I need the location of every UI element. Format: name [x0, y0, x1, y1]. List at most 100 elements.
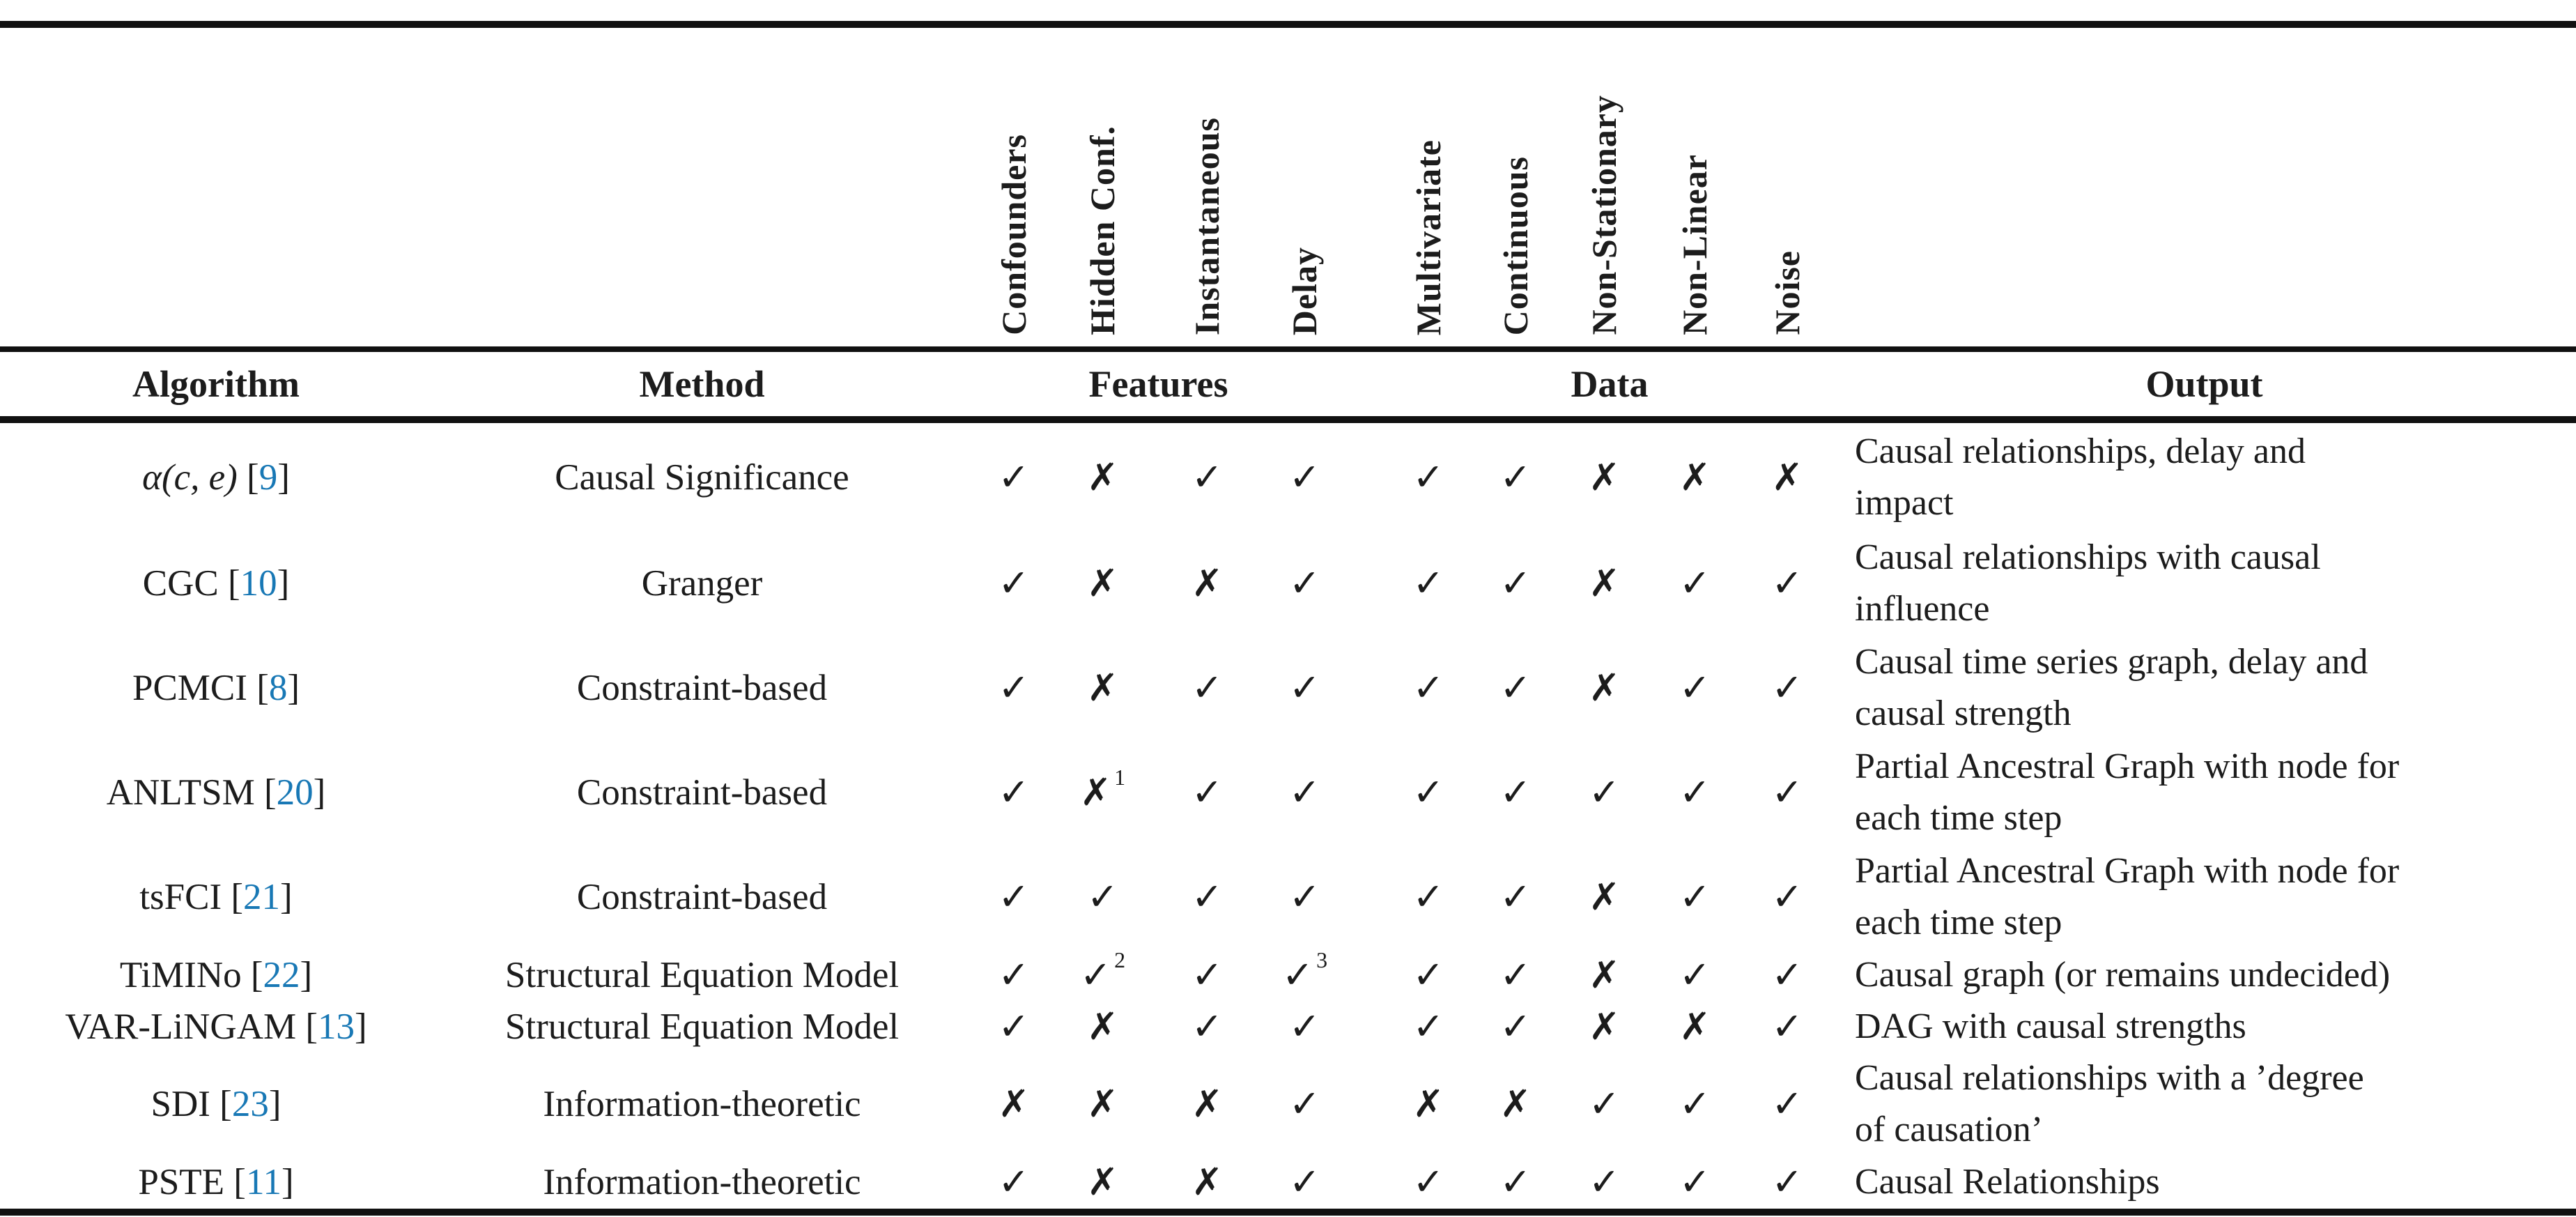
output-cell: Causal Relationships: [1833, 1156, 2576, 1208]
check-icon: ✓: [1086, 875, 1119, 919]
check-icon: ✓: [1499, 770, 1532, 814]
cross-icon: ✗: [1588, 1004, 1621, 1048]
mark-cell: ✓: [1470, 878, 1561, 916]
check-icon: ✓: [1191, 666, 1224, 710]
output-line: Causal relationships, delay and: [1855, 431, 2306, 471]
mark-cell: ✗: [1056, 1163, 1150, 1201]
citation-bracket-open: [: [305, 1006, 318, 1047]
output-line: Causal Relationships: [1855, 1162, 2160, 1202]
mark-cell: ✗: [1742, 454, 1833, 499]
check-icon: ✓: [1588, 1160, 1621, 1204]
check-icon: ✓: [1412, 561, 1444, 605]
top-margin: [0, 0, 2576, 21]
citation-number[interactable]: 13: [318, 1006, 355, 1047]
col-header-label: Non-Linear: [1675, 154, 1715, 335]
citation-number[interactable]: 20: [276, 772, 314, 813]
mark-cell: ✓: [1265, 1008, 1345, 1046]
citation-number[interactable]: 9: [259, 457, 278, 498]
check-icon: ✓: [1499, 561, 1532, 605]
check-icon: ✓: [1412, 1160, 1444, 1204]
output-line: each time step: [1855, 903, 2062, 942]
check-icon: ✓: [1412, 1004, 1444, 1048]
check-icon: ✓: [1679, 770, 1711, 814]
algorithm-name: SDI: [151, 1084, 220, 1124]
output-cell: Partial Ancestral Graph with node for eac…: [1833, 741, 2576, 844]
col-header-label: Non-Stationary: [1584, 95, 1624, 335]
algorithm-cell: SDI [23]: [0, 1083, 432, 1125]
mark-cell: ✓: [1742, 774, 1833, 811]
citation-number[interactable]: 22: [263, 955, 300, 995]
citation-number[interactable]: 10: [240, 563, 277, 604]
header-data: Data: [1571, 363, 1649, 405]
check-icon: ✓: [1191, 454, 1224, 499]
mark-cell: ✗: [1470, 1085, 1561, 1123]
algorithm-cell: ANLTSM [20]: [0, 772, 432, 813]
check-icon: ✓: [1771, 1082, 1803, 1126]
check-icon: ✓: [1412, 875, 1444, 919]
cross-icon: ✗: [1771, 454, 1803, 499]
method-cell: Constraint-based: [576, 668, 828, 708]
output-line: each time step: [1855, 798, 2062, 838]
table-row: α(c, e) [9] Causal Significance ✓ ✗ ✓ ✓ …: [0, 423, 2576, 531]
mark-cell: ✓: [1387, 956, 1470, 994]
group-header-row: Algorithm Method Features Data Output: [0, 352, 2576, 416]
check-icon: ✓: [1412, 454, 1444, 499]
mark-cell: ✓: [1150, 1008, 1265, 1046]
check-icon: ✓: [1499, 953, 1532, 997]
output-line: Partial Ancestral Graph with node for: [1855, 747, 2400, 786]
table-row: VAR-LiNGAM [13] Structural Equation Mode…: [0, 1001, 2576, 1053]
output-line: causal strength: [1855, 694, 2072, 733]
citation-bracket-close: ]: [355, 1006, 367, 1047]
method-cell: Constraint-based: [576, 877, 828, 917]
mark-cell: ✓: [1150, 956, 1265, 994]
mark-cell: ✓: [1648, 1163, 1742, 1201]
cross-icon: ✗: [1086, 1082, 1119, 1126]
mark-cell: ✓: [1265, 1085, 1345, 1123]
citation-bracket-open: [: [256, 668, 269, 708]
cross-icon: ✗: [1588, 953, 1621, 997]
cross-icon: ✗: [1588, 454, 1621, 499]
citation-bracket-open: [: [227, 563, 240, 604]
method-cell: Structural Equation Model: [504, 1006, 900, 1047]
col-header-label: Hidden Conf.: [1083, 125, 1123, 335]
mark-cell: ✗: [1056, 565, 1150, 602]
algorithm-name: TiMINo: [119, 955, 251, 995]
check-icon: ✓: [1588, 1082, 1621, 1126]
citation-number[interactable]: 8: [268, 668, 288, 708]
method-cell: Information-theoretic: [543, 1162, 861, 1202]
check-icon: ✓: [998, 953, 1030, 997]
mark-cell: ✓: [972, 878, 1056, 916]
check-icon: ✓: [1288, 875, 1321, 919]
mark-cell: ✗: [1561, 565, 1648, 602]
mark-cell: ✓: [1470, 1008, 1561, 1046]
table-rule-under-rotated: [0, 346, 2576, 352]
mark-cell: ✗: [1056, 458, 1150, 496]
check-icon: ✓: [998, 666, 1030, 710]
citation-number[interactable]: 11: [245, 1162, 281, 1202]
mark-cell: ✓: [1470, 1163, 1561, 1201]
check-icon: ✓: [1281, 953, 1314, 997]
cross-icon: ✗: [1086, 561, 1119, 605]
col-header-instantaneous: Instantaneous: [1150, 28, 1265, 346]
mark-cell: ✗: [972, 1085, 1056, 1123]
mark-cell: ✓: [1470, 774, 1561, 811]
col-header-label: Instantaneous: [1187, 116, 1227, 335]
check-icon: ✓: [1288, 561, 1321, 605]
citation-number[interactable]: 23: [231, 1084, 269, 1124]
rotated-header-band: Confounders Hidden Conf. Instantaneous D…: [0, 28, 2576, 346]
mark-cell: ✓: [1387, 878, 1470, 916]
mark-cell: ✓2: [1056, 947, 1150, 994]
check-icon: ✓: [1288, 1160, 1321, 1204]
mark-cell: ✓: [1742, 1163, 1833, 1201]
cross-icon: ✗: [1499, 1082, 1532, 1126]
mark-cell: ✓: [1387, 774, 1470, 811]
mark-cell: ✗: [1561, 956, 1648, 994]
mark-cell: ✗: [1648, 458, 1742, 496]
citation-number[interactable]: 21: [243, 877, 281, 917]
cross-icon: ✗: [1679, 1004, 1711, 1048]
col-header-label: Confounders: [994, 134, 1033, 335]
check-icon: ✓: [1771, 875, 1803, 919]
col-header-confounders: Confounders: [972, 28, 1056, 346]
check-icon: ✓: [1679, 561, 1711, 605]
